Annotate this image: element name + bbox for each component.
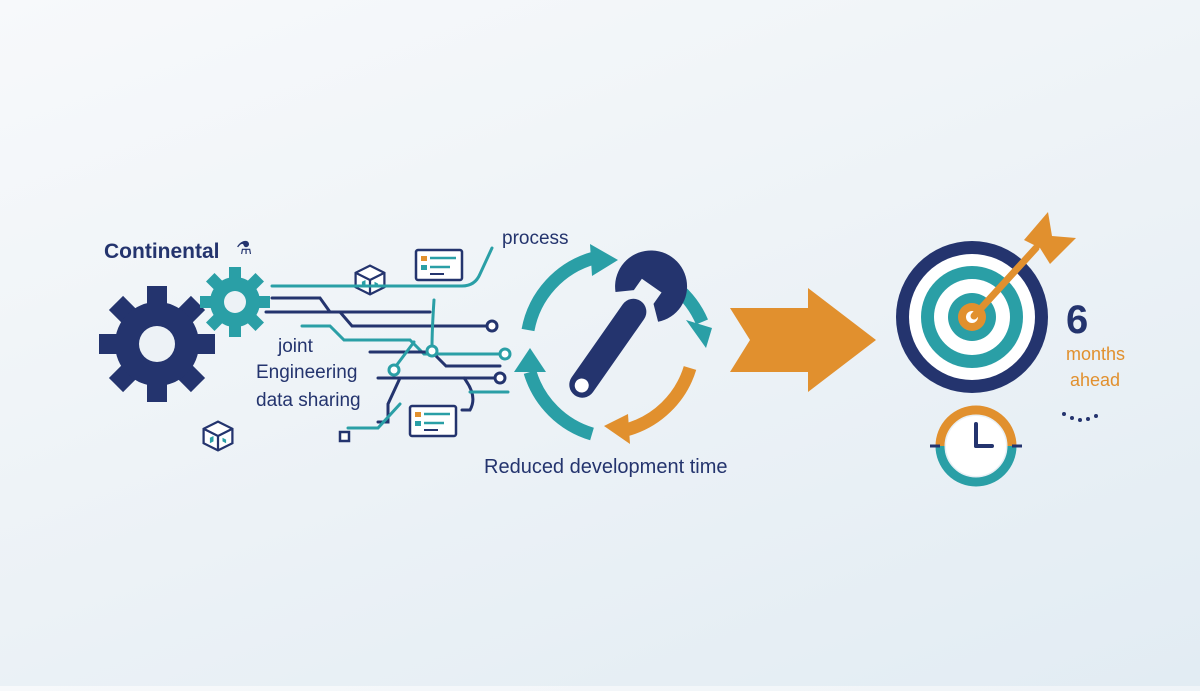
months-number: 6 bbox=[1066, 298, 1089, 342]
brand-logo-icon: ⚗ bbox=[236, 238, 253, 258]
teal-gear-icon bbox=[200, 267, 270, 337]
ahead-label: ahead bbox=[1070, 370, 1121, 390]
document-card-icon bbox=[414, 248, 464, 282]
months-label: months bbox=[1066, 344, 1126, 364]
moon-icon bbox=[1062, 376, 1102, 422]
sharing-label-line3: data sharing bbox=[256, 390, 361, 411]
clock-icon bbox=[930, 405, 1022, 487]
navy-gear-icon bbox=[99, 286, 215, 402]
process-label: process bbox=[502, 228, 569, 249]
cube-icon bbox=[354, 264, 386, 296]
caption-reduced-time: Reduced development time bbox=[484, 456, 728, 478]
big-arrow-icon bbox=[730, 288, 876, 392]
sharing-label-line1: joint bbox=[278, 336, 313, 357]
dart-icon bbox=[970, 212, 1076, 320]
document-card-icon bbox=[408, 404, 458, 438]
circuit-lines bbox=[264, 246, 512, 443]
sharing-label-line2: Engineering bbox=[256, 362, 358, 383]
brand-name: Continental bbox=[104, 240, 220, 263]
cube-icon bbox=[202, 420, 234, 452]
wrench-icon bbox=[569, 250, 688, 398]
